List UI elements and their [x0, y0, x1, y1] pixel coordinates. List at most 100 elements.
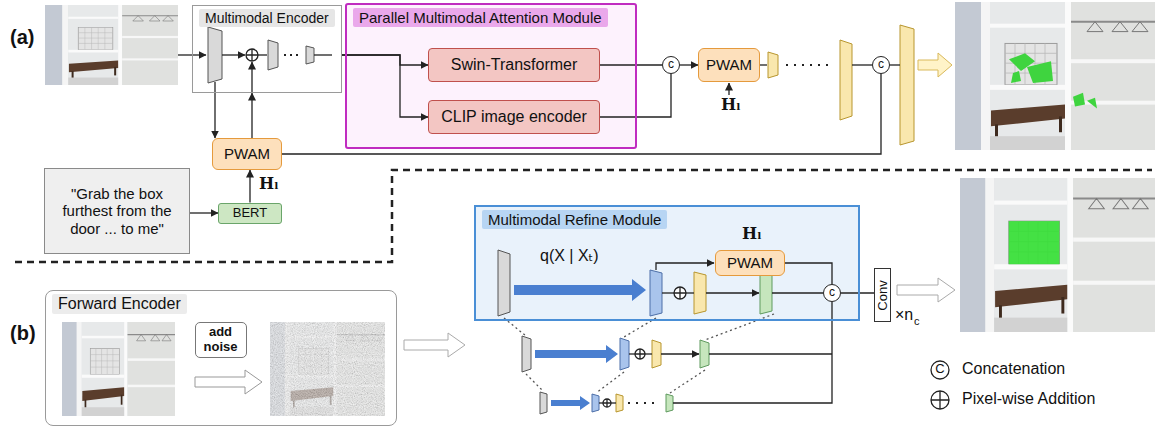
blue-arrows [535, 345, 618, 363]
input-symbol: Hₗ [742, 224, 762, 243]
decoder-maps [768, 25, 914, 145]
connector [342, 55, 428, 117]
connector [680, 64, 698, 65]
box-label: "Grab the box furthest from the door ...… [50, 185, 184, 237]
query-box: "Grab the box furthest from the door ...… [44, 168, 190, 254]
refine-maps [522, 336, 531, 372]
refine-wires [686, 292, 694, 293]
edge-label: Hₗ [258, 174, 280, 193]
box-label: c [668, 58, 674, 70]
refine-wires [603, 399, 611, 407]
noisy-photo [270, 322, 385, 416]
decoder-maps [900, 25, 914, 145]
decoder-wires [786, 64, 828, 66]
encoder-wires [314, 54, 332, 55]
refine-wires [504, 263, 832, 407]
connector [214, 93, 215, 138]
flow-arrow [897, 278, 955, 302]
noisy-photo [270, 322, 385, 416]
legend-symbols [931, 391, 949, 409]
legend-symbol-text: C [931, 361, 949, 376]
pwam-box: PWAM [212, 138, 282, 170]
refine-maps [694, 272, 706, 314]
output-photo [960, 178, 1155, 332]
output-photo [955, 2, 1155, 150]
pwam-box: PWAM [715, 250, 785, 276]
refine-wires [645, 353, 652, 354]
module-title: Multimodal Encoder [199, 9, 335, 27]
refine-maps [616, 394, 623, 412]
module-box: Forward Encoderadd noise [45, 290, 397, 426]
legend-symbols [931, 361, 949, 379]
connector [282, 74, 881, 154]
output-photo [955, 2, 1155, 150]
box-label: Swin-Transformer [451, 56, 578, 74]
pwam-box: PWAM [698, 48, 760, 82]
panel-label: (b) [10, 322, 36, 345]
refine-maps [650, 270, 662, 316]
encoder-wires [178, 49, 332, 93]
refine-wires [504, 318, 656, 393]
output-photo [1009, 53, 1097, 108]
container-fills [474, 205, 860, 321]
encoder-wires [258, 54, 267, 55]
repeat-subscript: c [914, 315, 920, 327]
output-photo [1011, 71, 1021, 83]
refine-wires [673, 302, 832, 403]
output-photo [960, 178, 1155, 332]
input-photo [62, 322, 175, 416]
connector [190, 212, 218, 213]
refine-maps [652, 340, 661, 368]
step-box: add noise [195, 322, 247, 358]
decoder-maps [768, 52, 778, 78]
connector [249, 170, 250, 203]
flow-arrow [404, 333, 465, 357]
module-box: Multimodal Encoder [192, 5, 342, 93]
output-photo [1073, 93, 1085, 107]
connector [600, 64, 662, 65]
repeat-count: ×n [895, 306, 913, 324]
box-label: add noise [201, 325, 241, 355]
concat-circle: c [662, 56, 680, 74]
module-title: Parallel Multimodal Attention Module [353, 8, 608, 27]
flow-arrow [918, 53, 952, 77]
box-label: PWAM [727, 254, 773, 271]
decoder-wires [760, 64, 767, 65]
refine-wires [662, 292, 674, 293]
feature-maps [208, 27, 314, 83]
refine-wires [772, 292, 823, 293]
blue-arrows [514, 279, 646, 301]
conv-box: Conv [874, 268, 891, 322]
box-label: c [829, 286, 835, 298]
box-label: Conv [875, 280, 890, 310]
refine-wires [661, 353, 699, 354]
refine-maps [700, 340, 709, 368]
refine-maps [498, 250, 510, 316]
process-box: Swin-Transformer [428, 48, 600, 82]
refine-wires [706, 292, 759, 293]
decoder-wires [890, 64, 900, 65]
legend-symbols [931, 361, 949, 409]
container-fills [345, 3, 637, 149]
refine-wires [635, 349, 645, 359]
concat-circle: c [823, 284, 841, 302]
input-photo [62, 322, 175, 416]
refine-wires [629, 353, 635, 354]
box-label: PWAM [706, 56, 752, 73]
connector [342, 55, 428, 65]
legend-text: Concatenation [962, 360, 1065, 378]
decoder-wires [728, 83, 729, 95]
blue-arrows [551, 396, 590, 410]
refine-wires [670, 314, 774, 393]
blue-arrows [514, 279, 646, 410]
legend-symbols [931, 391, 949, 409]
encoder-wires [246, 49, 258, 61]
noisy-photo [270, 322, 385, 416]
decoder-wires [852, 64, 872, 65]
refine-maps [620, 338, 629, 370]
input-photo [45, 5, 178, 85]
legend-text: Pixel-wise Addition [962, 390, 1095, 408]
refine-wires [635, 349, 645, 359]
flow-arrow [195, 370, 262, 394]
